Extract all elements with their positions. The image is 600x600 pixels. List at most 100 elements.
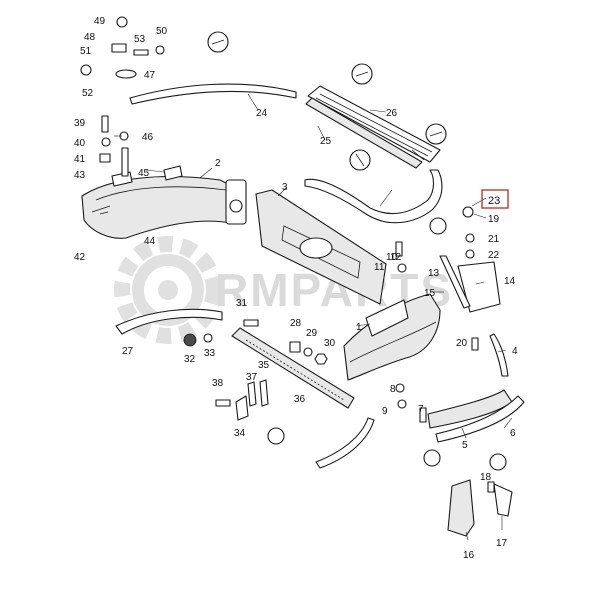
callout-52[interactable]: 52: [82, 88, 94, 99]
part-27-trim-left: [115, 308, 223, 335]
part-53-bolt: [133, 49, 149, 56]
part-36-rubber-strip: [231, 327, 355, 409]
part-51-bracket: [111, 43, 127, 53]
part-39-bolt: [101, 115, 109, 133]
part-24-trim-strip: [129, 83, 297, 105]
callout-2[interactable]: 2: [215, 158, 221, 169]
callout-31[interactable]: 31: [236, 298, 248, 309]
part-6-strip: [435, 395, 525, 443]
callout-50[interactable]: 50: [156, 26, 168, 37]
callout-18[interactable]: 18: [480, 472, 492, 483]
part-10-bolt: [395, 241, 403, 257]
direction-marker: [207, 31, 507, 471]
callout-7[interactable]: 7: [418, 404, 424, 415]
callout-38[interactable]: 38: [212, 378, 224, 389]
callout-5[interactable]: 5: [462, 440, 468, 451]
callout-51[interactable]: 51: [80, 46, 92, 57]
callout-labels: 1 2 3 4 5 6 7 8 9 10 11 12 13 14 15 16 1…: [74, 16, 518, 561]
callout-14[interactable]: 14: [504, 276, 516, 287]
part-16-corner: [447, 479, 475, 537]
callout-44[interactable]: 44: [144, 236, 156, 247]
callout-32[interactable]: 32: [184, 354, 196, 365]
callout-53[interactable]: 53: [134, 34, 146, 45]
callout-33[interactable]: 33: [204, 348, 216, 359]
part-drawings: [80, 16, 525, 537]
part-4-strip: [489, 333, 509, 377]
part-28-clip: [289, 341, 301, 353]
callout-37[interactable]: 37: [246, 372, 258, 383]
callout-24-top[interactable]: 24: [256, 108, 268, 119]
part-45-bracket: [163, 165, 183, 181]
callout-25[interactable]: 25: [320, 136, 332, 147]
callout-10[interactable]: 10: [386, 252, 398, 263]
callout-16[interactable]: 16: [463, 550, 475, 561]
part-7-clip: [419, 407, 427, 423]
leader-lines: [114, 93, 513, 541]
callout-3[interactable]: 3: [282, 182, 288, 193]
callout-36[interactable]: 36: [294, 394, 306, 405]
part-24-trim-lower: [304, 169, 443, 224]
gear-icon: [114, 236, 222, 344]
callout-22[interactable]: 22: [488, 250, 500, 261]
part-37-bracket: [247, 381, 257, 407]
highlighted-callout-23[interactable]: 23: [481, 189, 509, 209]
part-25-channel: [305, 97, 423, 169]
part-50-washer: [155, 45, 165, 55]
callout-9[interactable]: 9: [382, 406, 388, 417]
callout-4[interactable]: 4: [512, 346, 518, 357]
callout-39-top[interactable]: 39: [74, 118, 86, 129]
part-20-bolt: [471, 337, 479, 351]
callout-15[interactable]: 15: [424, 288, 436, 299]
callout-46[interactable]: 46: [142, 132, 154, 143]
part-35-bracket: [259, 379, 269, 407]
callout-20[interactable]: 20: [456, 338, 468, 349]
callout-13[interactable]: 13: [428, 268, 440, 279]
part-26-strip: [307, 85, 441, 163]
part-49-nut: [116, 16, 128, 28]
callout-47[interactable]: 47: [144, 70, 156, 81]
callout-45[interactable]: 45: [138, 168, 150, 179]
part-27-trim-lower: [315, 417, 375, 469]
callout-49[interactable]: 49: [94, 16, 106, 27]
callout-26[interactable]: 26: [386, 108, 398, 119]
part-32-nut: [183, 333, 197, 347]
callout-42-left[interactable]: 42: [74, 252, 86, 263]
callout-8-upper[interactable]: 8: [390, 384, 396, 395]
part-5-strip: [427, 389, 513, 429]
part-34-bracket: [235, 395, 249, 421]
part-19-bolt: [462, 206, 474, 218]
callout-43[interactable]: 43: [74, 170, 86, 181]
callout-21[interactable]: 21: [488, 234, 500, 245]
part-9-washer: [397, 399, 407, 409]
callout-27-left[interactable]: 27: [122, 346, 134, 357]
highlight-box: [481, 189, 509, 209]
callout-28[interactable]: 28: [290, 318, 302, 329]
part-17-bracket: [493, 483, 513, 517]
part-21-nut: [465, 233, 475, 243]
part-52-nut: [80, 64, 92, 76]
callout-30[interactable]: 30: [324, 338, 336, 349]
callout-19[interactable]: 19: [488, 214, 500, 225]
part-8-washer: [395, 383, 405, 393]
callout-12[interactable]: 12: [390, 252, 402, 263]
callout-35[interactable]: 35: [258, 360, 270, 371]
part-31-bolt: [243, 319, 259, 327]
part-18-bolt: [487, 481, 495, 493]
part-38-bolt: [215, 399, 231, 407]
callout-23[interactable]: 23: [488, 195, 500, 207]
callout-34[interactable]: 34: [234, 428, 246, 439]
callout-29[interactable]: 29: [306, 328, 318, 339]
callout-6[interactable]: 6: [510, 428, 516, 439]
part-22-washer: [465, 249, 475, 259]
callout-48[interactable]: 48: [84, 32, 96, 43]
callout-11[interactable]: 11: [374, 262, 385, 273]
part-29-washer: [303, 347, 313, 357]
callout-41-top[interactable]: 41: [74, 154, 86, 165]
part-30-nut: [314, 353, 328, 365]
callout-40-top[interactable]: 40: [74, 138, 86, 149]
callout-1[interactable]: 1: [356, 322, 362, 333]
callout-17[interactable]: 17: [496, 538, 508, 549]
part-12-nut: [397, 263, 407, 273]
part-15-strip: [439, 255, 471, 309]
